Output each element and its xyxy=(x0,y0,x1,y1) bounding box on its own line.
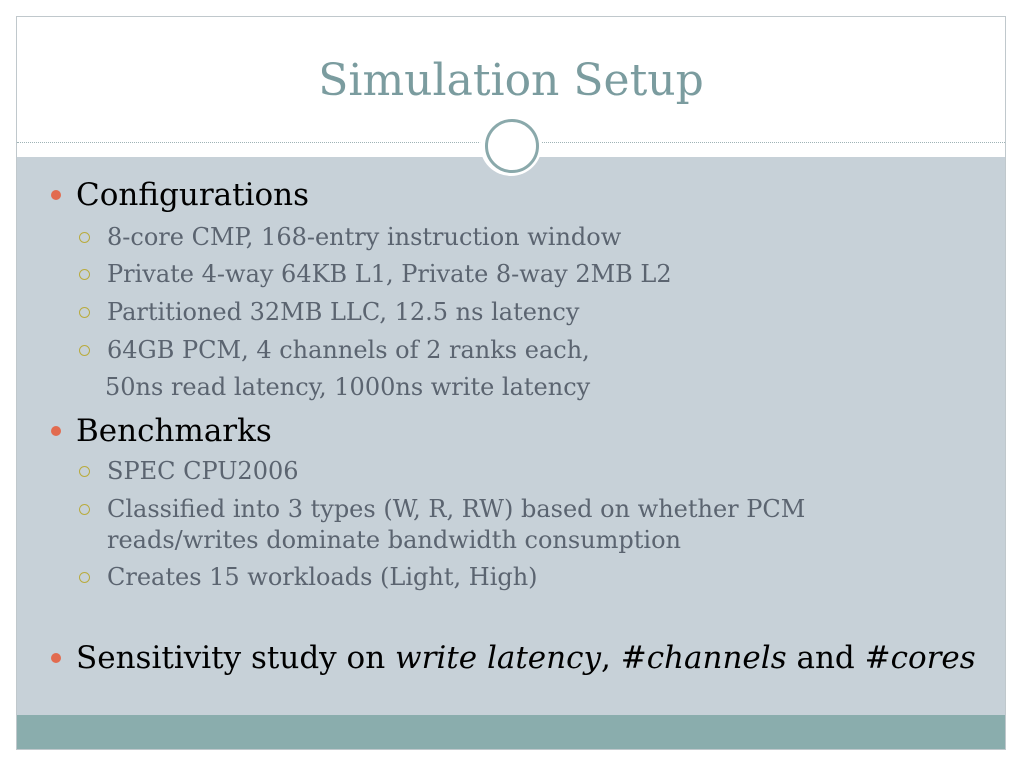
bullet-ring-icon xyxy=(79,345,90,356)
bullet-ring-icon xyxy=(79,232,90,243)
bullet-dot-icon xyxy=(51,426,61,436)
section-heading-configurations: Configurations xyxy=(51,177,309,213)
list-item: 8-core CMP, 168-entry instruction window xyxy=(79,222,621,252)
sensitivity-bullet: Sensitivity study on write latency, #cha… xyxy=(51,640,976,676)
list-item: Private 4-way 64KB L1, Private 8-way 2MB… xyxy=(79,259,672,289)
list-item: Creates 15 workloads (Light, High) xyxy=(79,562,538,592)
section-heading-benchmarks: Benchmarks xyxy=(51,413,272,449)
bullet-ring-icon xyxy=(79,504,90,515)
bullet-ring-icon xyxy=(79,269,90,280)
circle-ornament-icon xyxy=(485,119,539,173)
slide-title: Simulation Setup xyxy=(318,55,704,106)
bullet-list: Configurations 8-core CMP, 168-entry ins… xyxy=(17,17,1005,749)
list-item: Partitioned 32MB LLC, 12.5 ns latency xyxy=(79,297,579,327)
list-item: 64GB PCM, 4 channels of 2 ranks each, xyxy=(79,335,590,365)
bullet-dot-icon xyxy=(51,653,61,663)
bullet-ring-icon xyxy=(79,307,90,318)
bullet-ring-icon xyxy=(79,572,90,583)
content-area xyxy=(17,157,1005,715)
bullet-ring-icon xyxy=(79,466,90,477)
list-item-continuation: 50ns read latency, 1000ns write latency xyxy=(105,373,591,401)
list-item: Classified into 3 types (W, R, RW) based… xyxy=(79,494,907,556)
footer-band xyxy=(17,715,1005,749)
slide: Simulation Setup Configurations 8-core C… xyxy=(16,16,1006,750)
bullet-dot-icon xyxy=(51,190,61,200)
list-item: SPEC CPU2006 xyxy=(79,456,299,486)
